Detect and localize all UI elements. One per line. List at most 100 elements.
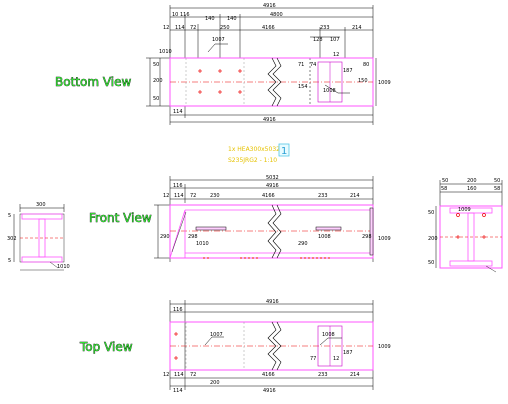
- dim-text: 250: [220, 25, 230, 31]
- part-mark: 1: [281, 146, 287, 157]
- dim-text: 50: [442, 178, 448, 184]
- dim-text: 107: [330, 37, 340, 43]
- dim-text: 72: [190, 372, 196, 378]
- top-view-label: Top View: [79, 340, 133, 354]
- dim-text: 4166: [262, 193, 275, 199]
- dim-text: 187: [343, 350, 353, 356]
- dim-text: 233: [318, 372, 328, 378]
- dim-text: 114: [173, 388, 183, 394]
- callout-text: 1008: [318, 234, 331, 240]
- end-mark-text: 1009: [378, 236, 391, 242]
- dim-text: 302: [7, 236, 17, 242]
- dim-text: 5032: [266, 175, 279, 181]
- top-view-beam: [169, 321, 374, 371]
- dim-text: 154: [298, 84, 308, 90]
- title-line-2: S235JRG2 - 1:10: [228, 157, 277, 164]
- callout-text: 1009: [458, 207, 471, 213]
- dim-text: 4916: [263, 117, 276, 123]
- dim-text: 128: [313, 37, 323, 43]
- dim-text: 77: [310, 356, 316, 362]
- end-mark-text: 1009: [378, 344, 391, 350]
- dim-text: 116: [173, 307, 183, 313]
- dim-text: 233: [318, 193, 328, 199]
- dim-text: 200: [428, 236, 438, 242]
- dim-text: 114: [175, 25, 185, 31]
- dim-text: 187: [343, 68, 353, 74]
- left-section-view: [13, 204, 65, 271]
- dim-text: 71: [298, 62, 304, 68]
- callout-text: 1008: [323, 88, 336, 94]
- dim-text: 290: [160, 234, 170, 240]
- dim-text: 114: [174, 193, 184, 199]
- dim-text: 200: [210, 380, 220, 386]
- dim-text: 114: [173, 109, 183, 115]
- dim-text: 4916: [263, 3, 276, 9]
- dim-text: 200: [467, 178, 477, 184]
- dim-text: 290: [298, 241, 308, 247]
- dim-text: 72: [190, 193, 196, 199]
- bottom-view-beam: [169, 43, 374, 107]
- dim-text: 200: [153, 78, 163, 84]
- dim-text: 12: [333, 356, 339, 362]
- dim-text: 12: [163, 25, 169, 31]
- dim-text: 74: [310, 62, 316, 68]
- dim-text: 58: [441, 186, 447, 192]
- bottom-view-texts: 4916 10 116 4800 12 114 72 140 140 250 4…: [153, 3, 391, 123]
- dim-text: 298: [362, 234, 372, 240]
- callout-text: 1010: [57, 264, 70, 270]
- dim-text: 4166: [262, 25, 275, 31]
- dim-text: 4800: [270, 12, 283, 18]
- bottom-view: [146, 5, 377, 125]
- dim-text: 80: [363, 62, 369, 68]
- left-section-texts: 300 302 1010 5 5: [7, 202, 70, 270]
- dim-text: 116: [173, 183, 183, 189]
- right-section-texts: 50 200 50 58 160 58 50 200 50 1009: [428, 178, 500, 266]
- callout-text: 1007: [212, 37, 225, 43]
- front-view-label: Front View: [89, 211, 152, 225]
- dim-text: 230: [210, 193, 220, 199]
- dim-text: 4916: [266, 183, 279, 189]
- front-view-dims: [154, 176, 374, 262]
- dim-text: 4916: [263, 388, 276, 394]
- dim-text: 233: [320, 25, 330, 31]
- dim-text: 4916: [266, 299, 279, 305]
- dim-text: 140: [227, 16, 237, 22]
- dim-text: 214: [352, 25, 362, 31]
- dim-text: 50: [428, 210, 434, 216]
- dim-text: 5: [8, 258, 11, 264]
- callout-text: 1010: [196, 241, 209, 247]
- dim-text: 58: [494, 186, 500, 192]
- right-section-view: [435, 180, 503, 273]
- dim-text: 300: [36, 202, 46, 208]
- dim-text: 72: [190, 25, 196, 31]
- dim-text: 10: [172, 12, 178, 18]
- top-view-texts: 4916 116 12 114 72 200 4166 233 214 1007…: [163, 299, 391, 394]
- dim-text: 140: [205, 16, 215, 22]
- title-line-1: 1x HEA300x5032: [228, 146, 280, 153]
- end-mark-text: 1009: [378, 80, 391, 86]
- dim-text: 5: [8, 213, 11, 219]
- dim-text: 116: [180, 12, 190, 18]
- front-view-texts: 5032 116 4916 12 114 72 230 4166 233 214…: [160, 175, 391, 247]
- dim-text: 50: [153, 62, 159, 68]
- dim-text: 50: [494, 178, 500, 184]
- dim-text: 50: [428, 260, 434, 266]
- callout-text: 1010: [159, 49, 172, 55]
- dim-text: 298: [188, 234, 198, 240]
- dim-text: 12: [163, 372, 169, 378]
- dim-text: 160: [467, 186, 477, 192]
- dim-text: 214: [350, 372, 360, 378]
- title-block: 1x HEA300x5032 S235JRG2 - 1:10 1: [228, 143, 290, 164]
- bottom-view-label: Bottom View: [55, 75, 131, 89]
- dim-text: 150: [358, 78, 368, 84]
- front-view-beam: [169, 204, 374, 259]
- dim-text: 12: [333, 52, 339, 58]
- dim-text: 4166: [262, 372, 275, 378]
- callout-text: 1008: [322, 332, 335, 338]
- dim-text: 50: [153, 96, 159, 102]
- dim-text: 114: [174, 372, 184, 378]
- callout-text: 1007: [210, 332, 223, 338]
- dim-text: 12: [163, 193, 169, 199]
- dim-text: 214: [350, 193, 360, 199]
